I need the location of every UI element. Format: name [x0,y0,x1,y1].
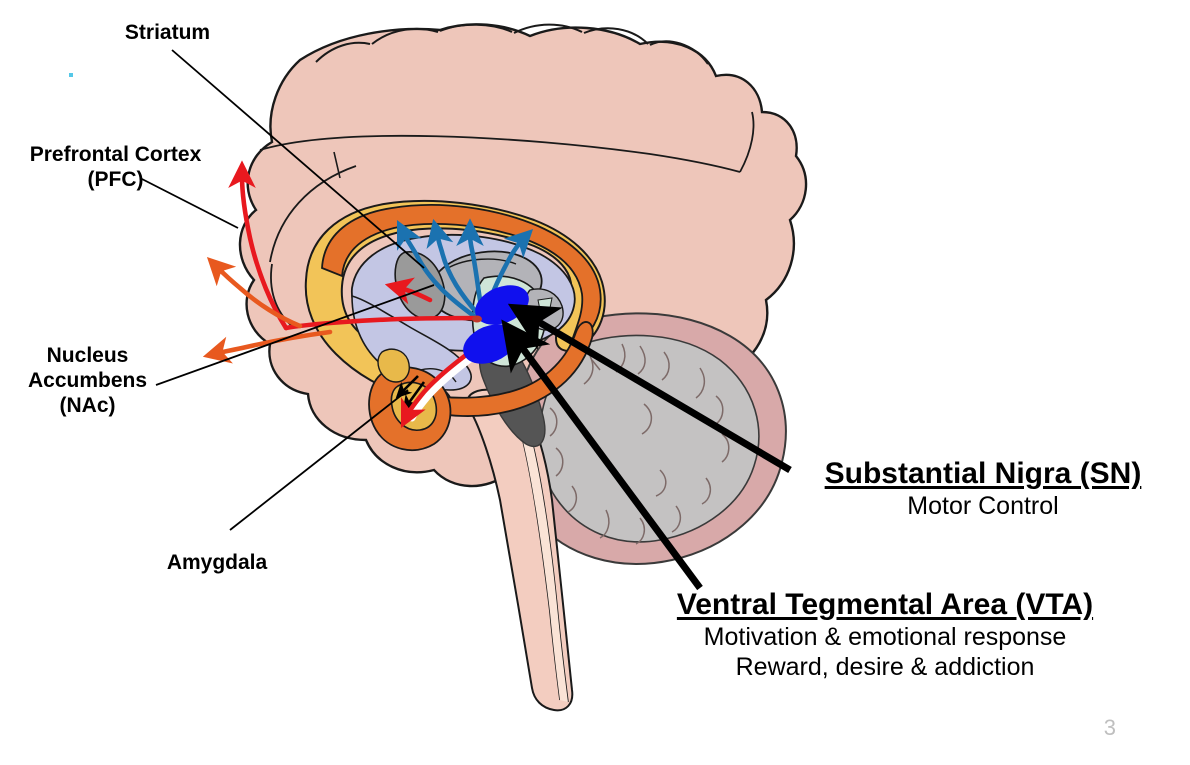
callout-pointers [501,303,792,591]
pointer-substantia-nigra [507,303,792,474]
leader-lines [139,49,435,531]
label-substantia-nigra-title: Substantial Nigra (SN) [824,457,1142,490]
label-striatum: Striatum [124,21,211,44]
callout-substantia-nigra: Substantial Nigra (SN) Motor Control [788,457,1178,521]
label-amygdala: Amygdala [166,551,268,574]
leader-nac [155,284,435,386]
page-number: 3 [1103,715,1116,740]
label-substantia-nigra-subtitle: Motor Control [907,492,1059,520]
label-prefrontal-cortex: Prefrontal Cortex (PFC) [29,143,202,191]
leader-amygdala [229,389,409,531]
label-vta-subtitle: Motivation & emotional response Reward, … [703,623,1067,681]
pointer-vta [501,319,703,591]
cerebellum [510,312,787,565]
label-nucleus-accumbens: Nucleus Accumbens (NAc) [27,344,148,417]
leader-striatum [171,49,425,269]
leader-pfc [139,177,239,229]
cyan-speck [69,73,73,77]
callout-ventral-tegmental-area: Ventral Tegmental Area (VTA) Motivation … [630,588,1140,682]
label-vta-title: Ventral Tegmental Area (VTA) [676,588,1094,621]
